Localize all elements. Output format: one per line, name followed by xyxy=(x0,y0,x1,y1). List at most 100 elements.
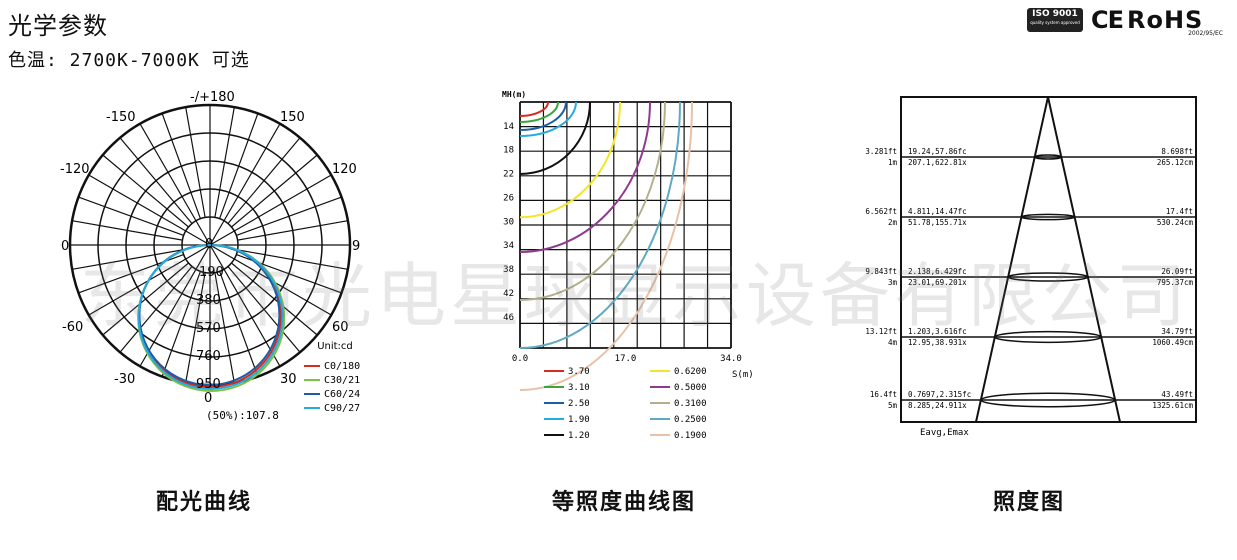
row-diameter-cm: 530.24cm xyxy=(1157,218,1194,227)
isolux-curve xyxy=(519,101,681,349)
legend-value: 3.70 xyxy=(568,367,590,377)
cone-edge-left xyxy=(975,96,1049,423)
legend-value: 0.5000 xyxy=(674,383,707,393)
polar-spoke xyxy=(119,137,193,224)
isolux-x-tick: 34.0 xyxy=(720,354,742,364)
beam-angle: (50%):107.8 xyxy=(206,409,279,422)
angle-label-p60: 60 xyxy=(332,320,349,335)
isolux-curve xyxy=(519,101,567,131)
isolux-y-tick: 14 xyxy=(503,122,514,132)
row-lx: 51.78,155.71x xyxy=(908,218,967,227)
illuminance-rows: 3.281ft1m19.24,57.86fc207.1,622.81x8.698… xyxy=(865,147,1196,410)
isolux-curve xyxy=(519,101,577,137)
legend-value: 0.1900 xyxy=(674,431,707,441)
row-height-ft: 16.4ft xyxy=(870,390,897,399)
isolux-y-tick: 38 xyxy=(503,265,514,275)
polar-spoke xyxy=(231,154,318,228)
rohs-sub: 2002/95/EC xyxy=(1188,30,1223,37)
polar-spoke xyxy=(219,113,259,219)
angle-label-p150: 150 xyxy=(280,110,305,125)
angle-label-p90: 90 xyxy=(352,239,360,254)
illuminance-cone xyxy=(975,96,1121,423)
isolux-curve xyxy=(519,101,666,301)
isolux-x-tick: 17.0 xyxy=(615,354,637,364)
row-diameter-cm: 1060.49cm xyxy=(1152,338,1193,347)
legend-value: 0.3100 xyxy=(674,399,707,409)
polar-diagram: -/+180 -150 150 -120 120 -90 90 -60 60 -… xyxy=(60,90,360,422)
legend-value: 2.50 xyxy=(568,399,590,409)
isolux-y-tick: 34 xyxy=(503,241,514,251)
polar-unit: Unit:cd xyxy=(317,341,353,352)
row-fc: 4.811,14.47fc xyxy=(908,207,967,216)
row-diameter-cm: 265.12cm xyxy=(1157,158,1194,167)
level-ellipse xyxy=(1020,213,1076,221)
isolux-legend: 3.703.102.501.901.200.62000.50000.31000.… xyxy=(544,367,707,441)
polar-spoke xyxy=(161,113,201,219)
angle-label-n120: -120 xyxy=(60,162,90,177)
isolux-curve xyxy=(519,101,621,219)
isolux-y-tick: 46 xyxy=(503,313,514,323)
color-temperature: 色温: 2700K-7000K 可选 xyxy=(8,50,250,71)
polar-spoke xyxy=(185,272,206,383)
row-lx: 23.01,69.201x xyxy=(908,278,967,287)
angle-label-p120: 120 xyxy=(332,162,357,177)
row-diameter-cm: 795.37cm xyxy=(1157,278,1194,287)
isolux-curve xyxy=(519,101,549,117)
radial-label-190: 190 xyxy=(199,265,224,280)
level-ellipse xyxy=(994,330,1102,344)
polar-spoke xyxy=(185,107,206,218)
illuminance-diagram: 3.281ft1m19.24,57.86fc207.1,622.81x8.698… xyxy=(865,96,1197,438)
cone-edge-right xyxy=(1047,96,1121,423)
row-height-ft: 3.281ft xyxy=(865,147,897,156)
caption-illuminance: 照度图 xyxy=(993,489,1066,515)
polar-legend-2: C60/240,106.7 xyxy=(304,389,360,400)
radial-label-950: 950 xyxy=(196,377,221,392)
polar-spoke xyxy=(139,244,211,367)
polar-legend-1: C30/210,106.0 xyxy=(304,375,360,386)
polar-spoke xyxy=(102,154,189,228)
polar-spoke xyxy=(72,220,183,241)
row-height-ft: 6.562ft xyxy=(865,207,897,216)
level-ellipse xyxy=(1033,154,1063,160)
row-fc: 1.203,3.616fc xyxy=(908,327,967,336)
radial-label-0: 0 xyxy=(205,237,213,252)
polar-spoke xyxy=(139,123,211,246)
polar-spoke xyxy=(214,272,235,383)
isolux-curve xyxy=(519,101,559,123)
polar-curves xyxy=(137,244,286,392)
row-height-ft: 13.12ft xyxy=(865,327,897,336)
radial-label-380: 380 xyxy=(196,293,221,308)
isolux-y-label: MH(m) xyxy=(502,90,526,99)
row-height-m: 5m xyxy=(888,401,898,410)
polar-legend-3: C90/270,106.0 xyxy=(304,403,360,414)
polar-curve xyxy=(137,244,284,390)
polar-spoke xyxy=(236,196,342,236)
angle-label-p30: 30 xyxy=(280,372,297,387)
row-fc: 19.24,57.86fc xyxy=(908,147,967,156)
row-fc: 2.138,6.429fc xyxy=(908,267,967,276)
isolux-curve xyxy=(519,101,651,253)
legend-value: 1.20 xyxy=(568,431,590,441)
polar-spoke xyxy=(227,266,301,353)
polar-spoke xyxy=(78,196,184,236)
row-height-m: 4m xyxy=(888,338,898,347)
caption-isolux: 等照度曲线图 xyxy=(552,489,697,515)
polar-spoke xyxy=(72,249,183,270)
legend-label: C0/180,112.3 xyxy=(324,361,360,372)
row-diameter-cm: 1325.61cm xyxy=(1152,401,1193,410)
caption-polar: 配光曲线 xyxy=(156,489,253,515)
legend-value: 0.2500 xyxy=(674,415,707,425)
legend-value: 1.90 xyxy=(568,415,590,425)
polar-spoke xyxy=(209,174,332,246)
polar-spoke xyxy=(227,137,301,224)
isolux-y-tick: 18 xyxy=(503,146,514,156)
isolux-x-label: S(m) xyxy=(732,370,754,380)
illuminance-footer: Eavg,Emax xyxy=(920,428,969,438)
angle-label-0: 0 xyxy=(204,391,212,406)
legend-label: C90/270,106.0 xyxy=(324,403,360,414)
isolux-curve xyxy=(519,101,693,391)
row-diameter-ft: 43.49ft xyxy=(1161,390,1193,399)
iso-sub: quality system approved xyxy=(1030,20,1080,25)
